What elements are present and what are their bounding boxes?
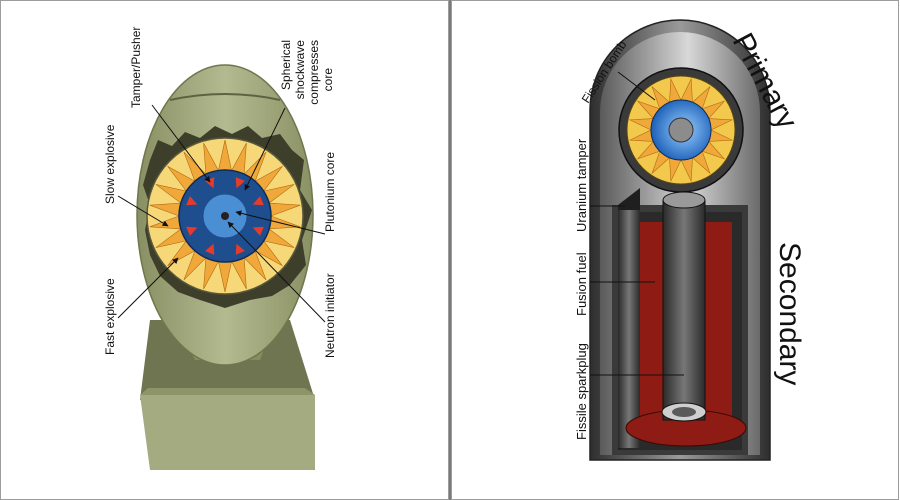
leader-plutonium [235, 210, 326, 235]
leader-fast-explosive [117, 257, 179, 319]
label-neutron-initiator: Neutron initiator [323, 273, 337, 358]
sparkplug-hole [672, 407, 696, 417]
label-uranium-tamper: Uranium tamper [574, 138, 589, 232]
shockwave-arrow [235, 243, 245, 255]
leader-tamper [151, 104, 211, 183]
shockwave-arrow [252, 196, 264, 206]
casing-seam [169, 93, 281, 101]
sparkplug-top [662, 191, 706, 209]
label-tamper-pusher: Tamper/Pusher [129, 27, 143, 108]
label-slow-explosive: Slow explosive [103, 124, 117, 204]
label-secondary: Secondary [773, 242, 806, 385]
bomb-base-top [140, 388, 315, 395]
shockwave-arrow [235, 177, 245, 189]
leader-neutron [227, 221, 326, 323]
neutron-initiator [221, 212, 229, 220]
label-plutonium-core: Plutonium core [323, 152, 337, 232]
uranium-tamper-face [618, 210, 640, 448]
label-spherical-1: Spherical [279, 40, 293, 90]
fissile-sparkplug [662, 199, 706, 421]
leader-fission-bomb [617, 71, 656, 101]
label-fast-explosive: Fast explosive [103, 278, 117, 355]
shockwave-arrows [186, 177, 264, 255]
shockwave-arrow [186, 196, 198, 206]
label-spherical-2: shockwave [293, 40, 307, 100]
shockwave-arrow [252, 226, 264, 236]
label-spherical-3: compresses [307, 40, 321, 105]
shockwave-arrow [205, 177, 215, 189]
teller-ulam-illustration: Fission bomb Primary Uranium tamper Fusi… [574, 19, 806, 461]
implosion-bomb-illustration: Tamper/Pusher Spherical shockwave compre… [103, 27, 337, 470]
label-fusion-fuel: Fusion fuel [574, 252, 589, 316]
primary-lenses [628, 77, 734, 183]
leader-shockwave [244, 107, 286, 191]
shockwave-arrow [205, 243, 215, 255]
shockwave-arrow [186, 226, 198, 236]
bomb-base-front [140, 395, 315, 470]
label-spherical-4: core [321, 68, 335, 92]
leader-slow-explosive [117, 195, 169, 227]
label-fissile-sparkplug: Fissile sparkplug [574, 343, 589, 440]
primary-core [668, 117, 694, 143]
